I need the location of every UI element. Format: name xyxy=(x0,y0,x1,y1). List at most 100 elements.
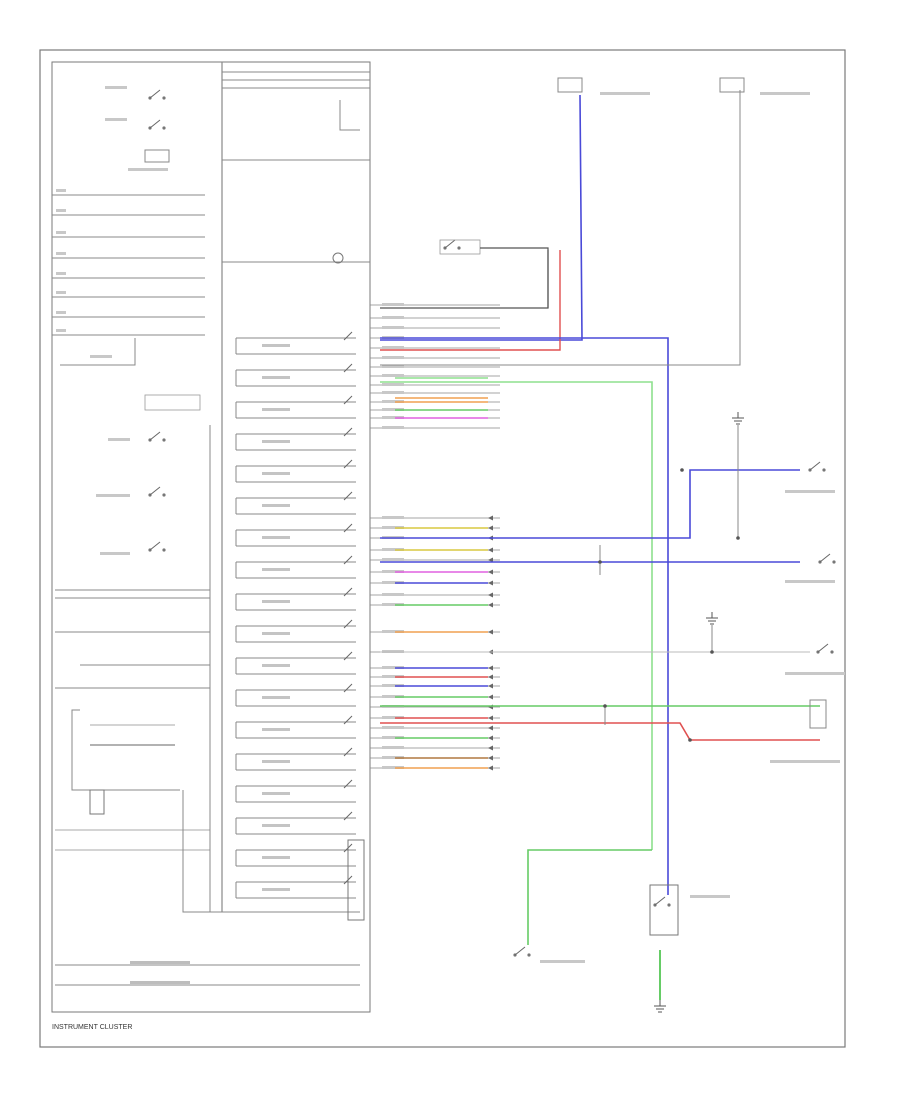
fuel-switch-icon xyxy=(149,431,161,441)
switch-contact xyxy=(822,468,826,472)
pin-label-placeholder xyxy=(382,408,404,411)
connector-arrow-icon xyxy=(488,745,493,751)
connector-arrow-icon xyxy=(488,602,493,608)
pin-label-placeholder xyxy=(382,374,404,377)
warning-lamp-label-placeholder xyxy=(262,344,290,347)
switch-contact xyxy=(832,560,836,564)
cluster-wire xyxy=(71,709,180,791)
blue-wire xyxy=(380,469,800,539)
outer-frame xyxy=(39,49,846,1048)
splice-dot xyxy=(680,468,684,472)
wire xyxy=(480,247,549,308)
warning-lamp-switch-icon xyxy=(343,491,353,501)
fuse-box xyxy=(557,77,583,93)
ignition-switch-icon xyxy=(444,239,456,249)
oil-pressure-switch-icon xyxy=(514,946,526,956)
warning-lamp-label-placeholder xyxy=(262,440,290,443)
odometer-box xyxy=(144,149,170,163)
red-wire xyxy=(380,250,561,351)
pin-label-placeholder xyxy=(382,716,404,719)
warning-lamp-switch-icon xyxy=(343,619,353,629)
ground-symbols xyxy=(654,412,744,1013)
warning-lamp-switch-icon xyxy=(343,747,353,757)
connector-arrow-icon xyxy=(488,525,493,531)
pin-label-placeholder xyxy=(382,365,404,368)
warning-lamp-switch-icon xyxy=(343,363,353,373)
connector-arrow-icon xyxy=(488,674,493,680)
pin-label-placeholder xyxy=(382,400,404,403)
warning-lamp-switch-icon xyxy=(343,331,353,341)
warning-lamp-label-placeholder xyxy=(262,632,290,635)
fuse-box xyxy=(719,77,745,93)
warning-lamp-switch-icon xyxy=(343,811,353,821)
warning-lamp-label-placeholder xyxy=(262,536,290,539)
connector-arrow-icon xyxy=(488,629,493,635)
pin-label-placeholder xyxy=(56,252,66,255)
pin-label-placeholder xyxy=(382,356,404,359)
pin-label-placeholder xyxy=(382,630,404,633)
gauge-box xyxy=(89,789,105,815)
warning-lamp-switch-icon xyxy=(343,555,353,565)
warning-lamp-switch-icon xyxy=(343,651,353,661)
ic-label-placeholder xyxy=(90,355,112,358)
splice-dot xyxy=(688,738,692,742)
warning-lamp-switch-icon xyxy=(343,523,353,533)
connector-arrow-icon xyxy=(488,755,493,761)
warning-lamp-label-placeholder xyxy=(262,664,290,667)
warning-lamp-switch-icon xyxy=(343,395,353,405)
switch-contact xyxy=(162,126,166,130)
brake-switch-icon xyxy=(654,896,666,906)
fuse-label-placeholder xyxy=(760,92,810,95)
tach-label-placeholder xyxy=(105,118,127,121)
pin-label-placeholder xyxy=(382,684,404,687)
pin-label-placeholder xyxy=(382,726,404,729)
pin-label-placeholder xyxy=(56,329,66,332)
diagram-caption: INSTRUMENT CLUSTER xyxy=(52,1024,133,1031)
pin-label-placeholder xyxy=(56,189,66,192)
cluster-connector xyxy=(347,839,365,921)
door-switch-icon xyxy=(819,553,831,563)
warning-lamp-label-placeholder xyxy=(262,824,290,827)
blue-wire xyxy=(380,337,669,880)
warning-lamp-label-placeholder xyxy=(262,472,290,475)
warning-lamp-label-placeholder xyxy=(262,376,290,379)
warning-lamp-switch-icon xyxy=(343,715,353,725)
switch-contact xyxy=(162,96,166,100)
pin-label-placeholder xyxy=(382,603,404,606)
pin-label-placeholder xyxy=(382,426,404,429)
connector-arrow-icon xyxy=(488,592,493,598)
cluster-wire xyxy=(60,338,136,366)
connector-arrow-icon xyxy=(488,694,493,700)
connector-arrow-icon xyxy=(488,557,493,563)
pin-label-placeholder xyxy=(382,326,404,329)
switch-contact xyxy=(527,953,531,957)
buzzer-icon xyxy=(332,252,344,264)
tach-switch-icon xyxy=(149,119,161,129)
door-switch-label-placeholder xyxy=(785,490,835,493)
brake-switch-box xyxy=(649,884,679,936)
pin-label-placeholder xyxy=(382,391,404,394)
pin-label-placeholder xyxy=(382,746,404,749)
oil-switch-icon xyxy=(149,541,161,551)
pin-label-placeholder xyxy=(382,581,404,584)
warning-lamp-switch-icon xyxy=(343,587,353,597)
pin-label-placeholder xyxy=(382,346,404,349)
temp-switch-icon xyxy=(149,486,161,496)
connector-arrow-icon xyxy=(488,580,493,586)
sensor-box xyxy=(809,699,827,729)
pin-label-placeholder xyxy=(56,291,66,294)
switch-contact xyxy=(162,548,166,552)
pin-label-placeholder xyxy=(382,666,404,669)
pin-label-placeholder xyxy=(382,695,404,698)
switch-contact xyxy=(457,246,461,250)
connector-arrow-icon xyxy=(488,725,493,731)
pin-label-placeholder xyxy=(382,303,404,306)
sensor-label-placeholder xyxy=(770,760,840,763)
pin-label-placeholder xyxy=(382,558,404,561)
warning-lamp-label-placeholder xyxy=(262,568,290,571)
pin-label-placeholder xyxy=(382,756,404,759)
warning-lamp-switch-icon xyxy=(343,683,353,693)
pin-label-placeholder xyxy=(56,311,66,314)
pin-label-placeholder xyxy=(382,736,404,739)
